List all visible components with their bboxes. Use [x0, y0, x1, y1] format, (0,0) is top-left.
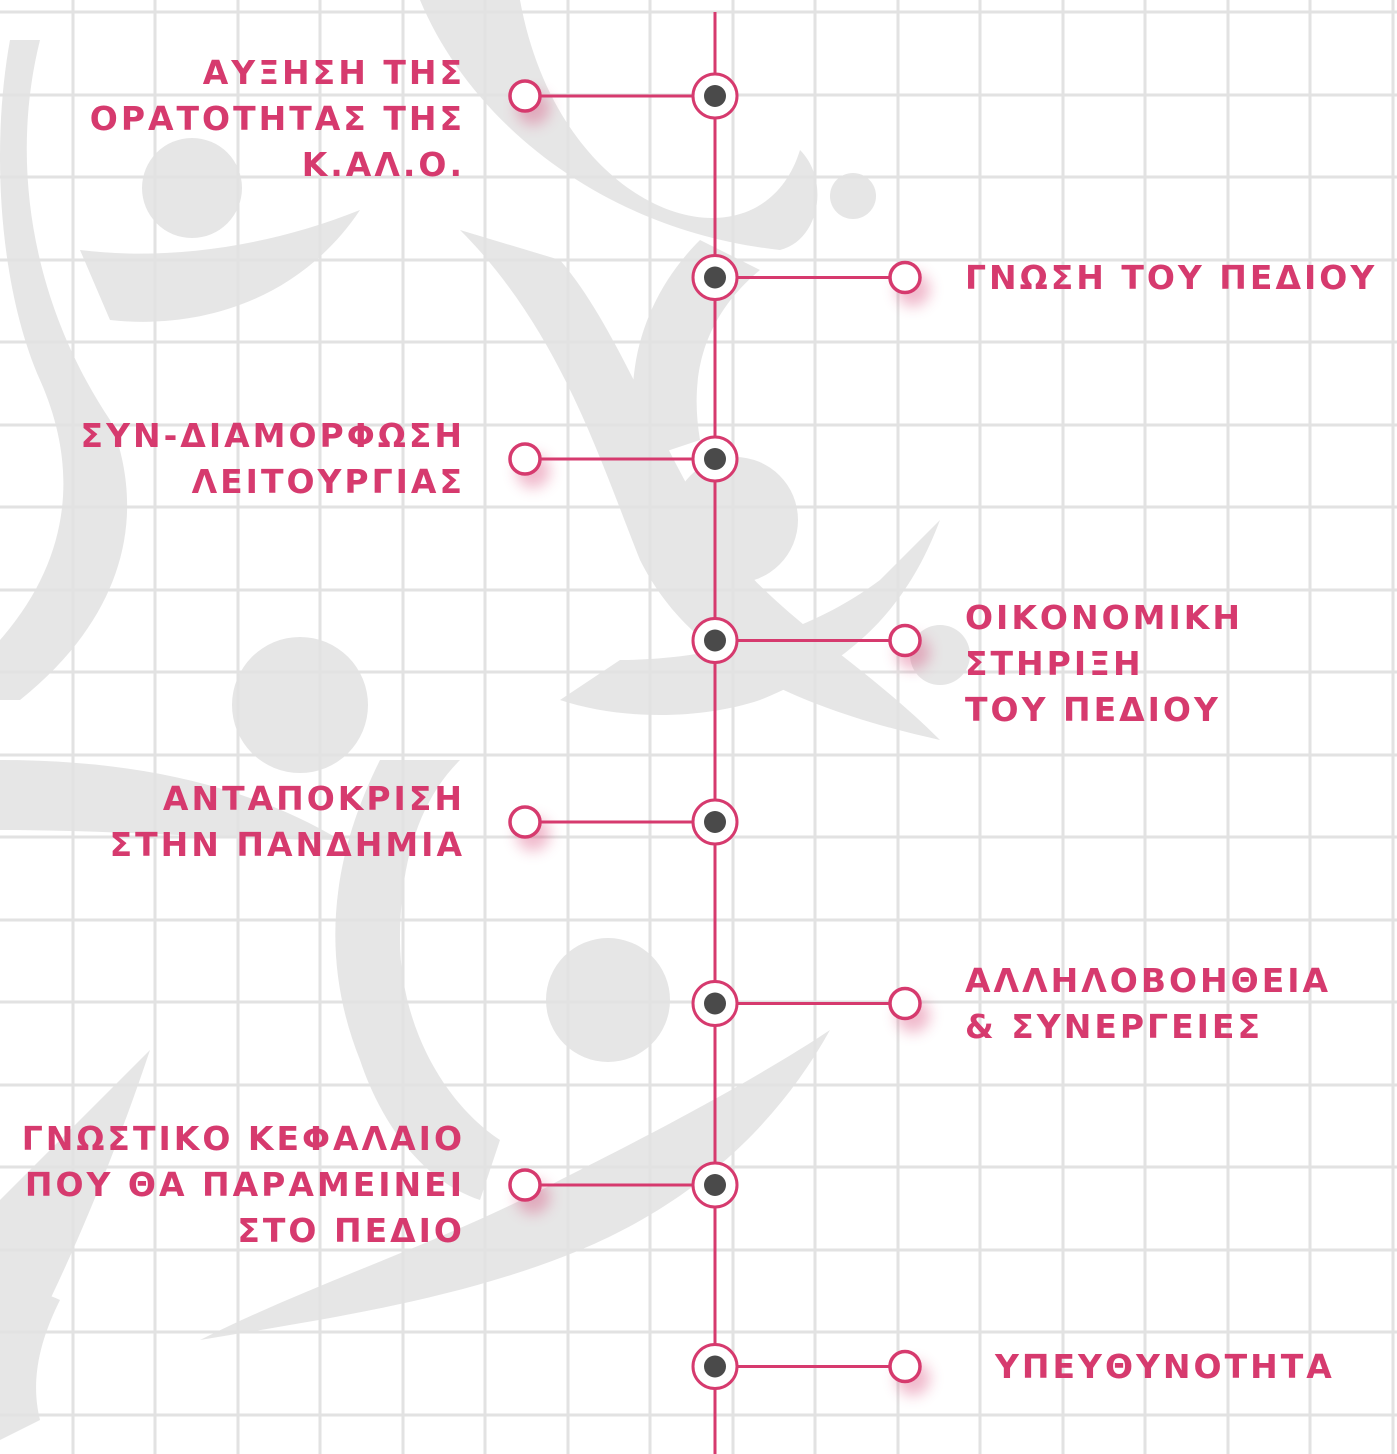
end-circle	[508, 805, 542, 839]
timeline-node-1	[508, 72, 739, 125]
node-core	[704, 1355, 726, 1378]
timeline-node-8	[691, 1343, 930, 1396]
end-circle	[888, 986, 922, 1021]
node-core	[704, 992, 726, 1015]
node-core	[704, 629, 726, 652]
timeline-label-4: ΟΙΚΟΝΟΜΙΚΗ ΣΤΗΡΙΞΗ ΤΟΥ ΠΕΔΙΟΥ	[965, 597, 1243, 729]
watermark-figures	[0, 0, 970, 1440]
node-core	[704, 448, 726, 470]
timeline-layer	[508, 12, 930, 1454]
end-circle	[888, 623, 922, 658]
timeline-label-1: ΑΥΞΗΣΗ ΤΗΣ ΟΡΑΤΟΤΗΤΑΣ ΤΗΣ Κ.ΑΛ.Ο.	[89, 53, 465, 184]
node-core	[704, 811, 726, 833]
timeline-node-5	[508, 798, 739, 851]
timeline-node-6	[691, 980, 930, 1033]
timeline-label-2: ΓΝΩΣΗ ΤΟΥ ΠΕΔΙΟΥ	[965, 257, 1378, 297]
timeline-node-7	[508, 1161, 739, 1214]
timeline-label-7: ΓΝΩΣΤΙΚΟ ΚΕΦΑΛΑΙΟ ΠΟΥ ΘΑ ΠΑΡΑΜΕΙΝΕΙ ΣΤΟ …	[21, 1119, 465, 1250]
node-core	[704, 85, 726, 107]
timeline-label-3: ΣΥΝ-ΔΙΑΜΟΡΦΩΣΗ ΛΕΙΤΟΥΡΓΙΑΣ	[80, 416, 465, 501]
timeline-label-5: ΑΝΤΑΠΟΚΡΙΣΗ ΣΤΗΝ ΠΑΝΔΗΜΙΑ	[109, 779, 465, 864]
node-core	[704, 266, 726, 289]
timeline-node-3	[508, 435, 739, 488]
end-circle	[508, 1168, 542, 1202]
timeline-label-8: ΥΠΕΥΘΥΝΟΤΗΤΑ	[995, 1346, 1335, 1386]
timeline-node-2	[691, 254, 930, 307]
end-circle	[508, 79, 542, 113]
node-core	[704, 1174, 726, 1196]
end-circle	[508, 442, 542, 476]
end-circle	[888, 1349, 922, 1384]
timeline-node-4	[691, 617, 930, 670]
end-circle	[888, 260, 922, 295]
timeline-label-6: ΑΛΛΗΛΟΒΟΗΘΕΙΑ & ΣΥΝΕΡΓΕΙΕΣ	[965, 960, 1332, 1046]
